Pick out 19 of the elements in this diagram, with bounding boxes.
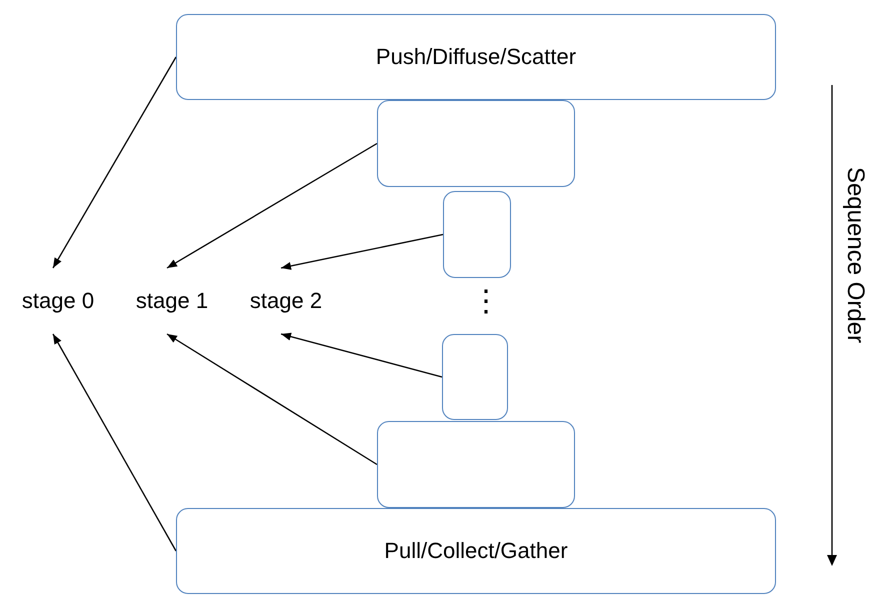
empty-box: [377, 100, 575, 187]
arrow: [166, 333, 378, 466]
process-box: [176, 14, 776, 100]
stage-label: stage 0: [22, 288, 94, 314]
arrow: [280, 234, 444, 270]
process-box: [176, 508, 776, 594]
arrow: [52, 56, 177, 268]
empty-box: [443, 191, 511, 278]
arrow: [280, 332, 442, 378]
empty-box: [442, 334, 508, 420]
axis-label: Sequence Order: [841, 166, 869, 344]
arrow: [52, 334, 177, 552]
ellipsis-mark: ⋮: [471, 284, 501, 320]
stage-label: stage 2: [250, 288, 322, 314]
empty-box: [377, 421, 575, 508]
box-label: Pull/Collect/Gather: [384, 538, 568, 564]
stage-label: stage 1: [136, 288, 208, 314]
box-label: Push/Diffuse/Scatter: [376, 44, 576, 70]
arrow: [166, 142, 378, 269]
